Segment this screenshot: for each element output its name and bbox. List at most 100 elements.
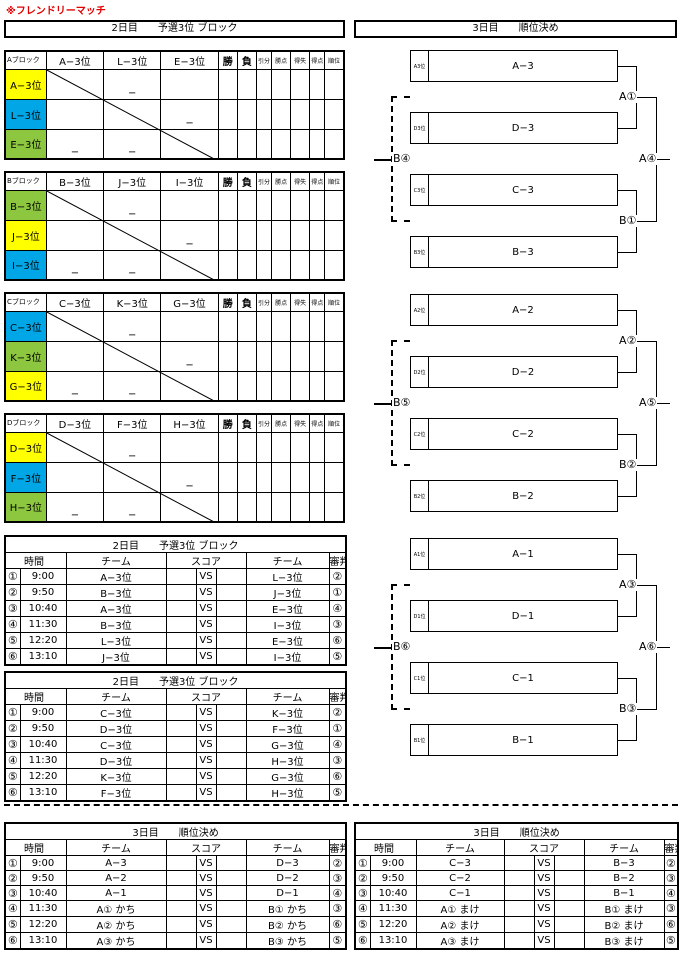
stat-header: 得点 xyxy=(309,413,326,433)
stat-cell xyxy=(290,249,311,281)
team-home: C−3位 xyxy=(65,736,167,753)
match-label: B① xyxy=(618,214,638,227)
match-time: 11:30 xyxy=(369,900,417,917)
match-number: ① xyxy=(354,855,371,871)
col-ref: 審判 xyxy=(328,839,347,856)
opponent-header: I−3位 xyxy=(160,171,219,191)
stat-cell xyxy=(309,491,326,523)
match-number: ③ xyxy=(354,885,371,901)
referee: ⑥ xyxy=(328,768,347,785)
stat-cell xyxy=(290,98,311,130)
team-away: D−3 xyxy=(245,855,330,871)
col-score: スコア xyxy=(503,839,585,856)
stat-cell xyxy=(236,370,257,402)
stat-cell xyxy=(217,128,238,160)
stat-header: 得点 xyxy=(309,292,326,312)
referee: ④ xyxy=(328,736,347,753)
match-number: ⑥ xyxy=(354,932,371,950)
score-home xyxy=(165,632,197,649)
vs-label: VS xyxy=(533,932,555,950)
schedule-title: 2日目 予選3位 ブロック xyxy=(4,535,347,553)
match-label: A② xyxy=(618,334,638,347)
team-cell: J−3位 xyxy=(4,219,47,251)
team-away: K−3位 xyxy=(245,704,330,721)
match-time: 12:20 xyxy=(369,916,417,933)
loser-label: B④ xyxy=(392,152,412,165)
stat-header: 得点 xyxy=(309,50,326,70)
referee: ① xyxy=(328,584,347,601)
score-home xyxy=(165,704,197,721)
score-away xyxy=(215,885,247,901)
team-home: A② まけ xyxy=(415,916,505,933)
stat-cell xyxy=(217,370,238,402)
stat-header: 勝 xyxy=(217,171,238,191)
referee: ③ xyxy=(328,752,347,769)
stat-cell xyxy=(236,68,257,100)
score-away xyxy=(553,916,585,933)
slot-rank: C1位 xyxy=(411,663,429,693)
match-number: ② xyxy=(354,870,371,886)
team-away: B−2 xyxy=(583,870,665,886)
match-time: 13:10 xyxy=(19,784,67,802)
col-score: スコア xyxy=(165,688,247,705)
result-cell: − xyxy=(103,431,162,463)
stat-cell xyxy=(309,189,326,221)
diagonal-cell xyxy=(160,128,219,160)
diagonal-cell xyxy=(160,491,219,523)
stat-cell xyxy=(324,461,345,493)
schedule-title: 3日目 順位決め xyxy=(354,822,679,840)
stat-header: 順位 xyxy=(324,292,345,312)
result-cell: − xyxy=(45,491,105,523)
match-time: 12:20 xyxy=(19,916,67,933)
stat-cell xyxy=(236,128,257,160)
referee: ③ xyxy=(663,870,679,886)
col-team2: チーム xyxy=(245,688,330,705)
referee: ③ xyxy=(328,616,347,633)
stat-cell xyxy=(217,249,238,281)
stat-cell xyxy=(271,219,292,251)
stat-cell xyxy=(271,189,292,221)
slot-name: A−3 xyxy=(512,60,534,72)
result-cell: − xyxy=(103,249,162,281)
score-home xyxy=(503,885,535,901)
vs-label: VS xyxy=(195,900,217,917)
stat-cell xyxy=(309,219,326,251)
match-number: ① xyxy=(4,704,21,721)
vs-label: VS xyxy=(195,885,217,901)
block-label: Bブロック xyxy=(4,171,47,191)
referee: ② xyxy=(328,855,347,871)
stat-cell xyxy=(290,189,311,221)
stat-header: 得点 xyxy=(309,171,326,191)
stat-cell xyxy=(324,68,345,100)
stat-header: 勝点 xyxy=(271,171,292,191)
slot-name: D−2 xyxy=(511,366,535,378)
diagonal-line xyxy=(45,311,216,402)
team-away: H−3位 xyxy=(245,784,330,802)
diagonal-line xyxy=(45,432,216,523)
match-label: B③ xyxy=(618,702,638,715)
block-label: Aブロック xyxy=(4,50,47,70)
score-home xyxy=(165,916,197,933)
team-home: C−3位 xyxy=(65,704,167,721)
stat-cell xyxy=(217,310,238,342)
col-team: チーム xyxy=(415,839,505,856)
opponent-header: F−3位 xyxy=(103,413,162,433)
stat-cell xyxy=(290,310,311,342)
match-number: ⑥ xyxy=(4,648,21,666)
team-home: A−3位 xyxy=(65,600,167,617)
stat-cell xyxy=(255,491,273,523)
col-team: チーム xyxy=(65,552,167,569)
stat-cell xyxy=(309,249,326,281)
stat-header: 勝 xyxy=(217,413,238,433)
col-team2: チーム xyxy=(245,552,330,569)
slot-name: C−1 xyxy=(512,672,534,684)
final-label: A④ xyxy=(638,152,658,165)
stat-cell xyxy=(236,249,257,281)
